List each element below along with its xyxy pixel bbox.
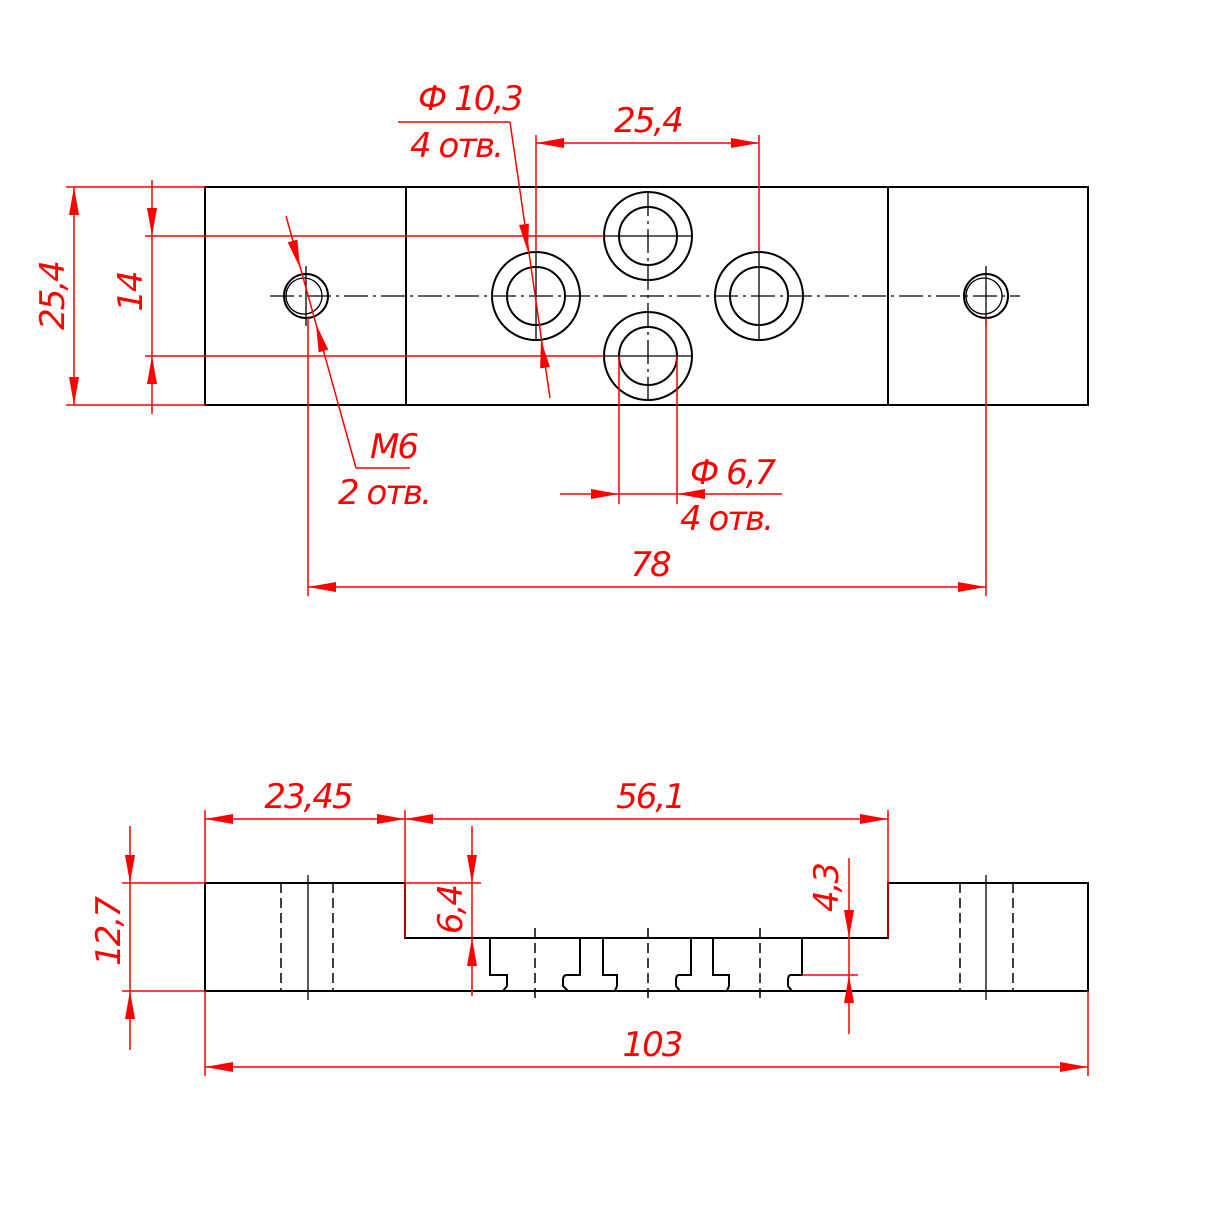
dim-thread-qty-label: 2 отв. — [338, 473, 430, 513]
front-view: 23,45 56,1 12,7 6,4 4,3 103 — [89, 777, 1089, 1076]
top-dimensions: 25,4 14 25,4 Ф 10,3 4 отв. M6 2 отв. — [33, 79, 987, 596]
thread-hole-right — [963, 266, 1009, 326]
dim-slot-label: 4,3 — [807, 864, 847, 912]
dim-height-front-label: 12,7 — [89, 896, 129, 966]
dim-hole-small-label: Ф 6,7 — [690, 453, 777, 493]
dim-length-label: 78 — [630, 545, 671, 585]
dim-pocket-label: 56,1 — [616, 777, 684, 817]
dim-hole-small-qty-label: 4 отв. — [680, 499, 772, 539]
front-dimensions: 23,45 56,1 12,7 6,4 4,3 103 — [89, 777, 1089, 1076]
top-view: 25,4 14 25,4 Ф 10,3 4 отв. M6 2 отв. — [33, 79, 1089, 596]
dim-left-label: 23,45 — [264, 777, 352, 817]
dim-height-label: 25,4 — [33, 262, 73, 330]
t-slots — [489, 928, 803, 1000]
port-holes — [491, 191, 804, 402]
dim-total-label: 103 — [623, 1025, 682, 1065]
dim-pocket-depth-label: 6,4 — [431, 886, 471, 934]
dim-inner-label: 14 — [111, 272, 151, 312]
dim-spacing-label: 25,4 — [614, 101, 682, 141]
dim-hole-large-label: Ф 10,3 — [418, 79, 522, 119]
dim-hole-large-qty-label: 4 отв. — [410, 126, 502, 166]
dim-thread-label: M6 — [370, 427, 418, 467]
